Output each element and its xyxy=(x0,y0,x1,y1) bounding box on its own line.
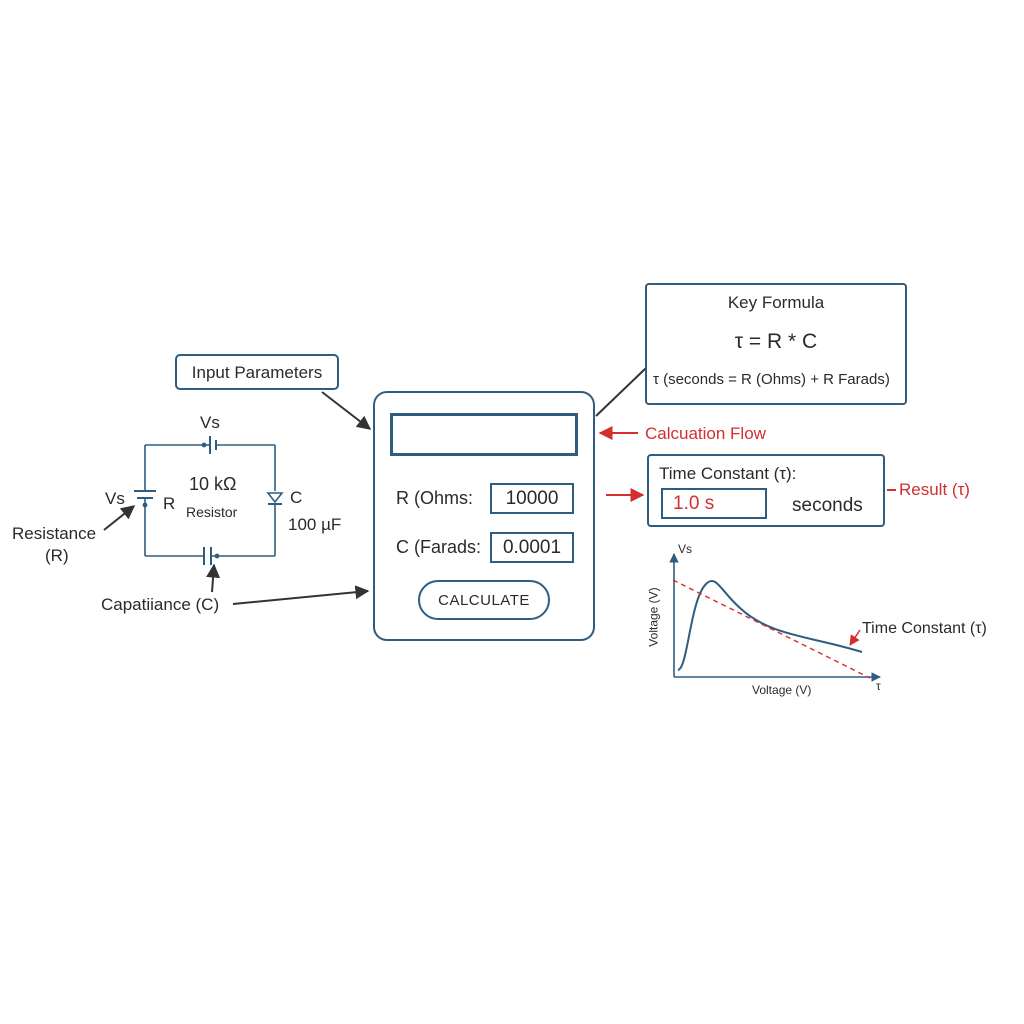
resistor-symbol-label: R xyxy=(163,494,176,513)
c-farads-input[interactable]: 0.0001 xyxy=(490,532,574,563)
key-formula-box: Key Formula τ = R * C τ (seconds = R (Oh… xyxy=(645,283,907,405)
capacitor-value-label: 100 µF xyxy=(288,515,342,534)
graph-time-constant-line xyxy=(672,579,871,679)
resistor-value-label: 10 kΩ xyxy=(189,474,237,494)
calculation-flow-label: Calcuation Flow xyxy=(645,424,766,443)
r-ohms-input[interactable]: 10000 xyxy=(490,483,574,514)
key-formula-equation: τ = R * C xyxy=(734,330,818,353)
graph-time-constant-annotation: Time Constant (τ) xyxy=(862,620,987,637)
key-formula-title: Key Formula xyxy=(727,293,825,312)
source-left-label: Vs xyxy=(105,489,125,508)
arrow-input-to-calculator xyxy=(321,391,372,430)
time-constant-result-box: Time Constant (τ): 1.0 s seconds xyxy=(647,454,885,527)
arrow-time-constant-annotation xyxy=(849,629,861,646)
arrow-capacitance-to-calculator xyxy=(232,585,370,605)
key-formula-description: τ (seconds = R (Ohms) + R Farads) xyxy=(653,371,890,388)
calculate-button[interactable]: CALCULATE xyxy=(418,580,550,620)
graph-voltage-curve xyxy=(677,580,863,671)
source-top-label: Vs xyxy=(200,413,220,432)
graph-x-end-label: τ xyxy=(876,679,881,693)
resistance-callout-line2: (R) xyxy=(45,546,69,565)
arrow-capacitance-to-circuit xyxy=(206,563,221,593)
resistance-callout-line1: Resistance xyxy=(12,524,97,543)
circuit-node-dot xyxy=(201,442,207,448)
graph-x-axis-label: Voltage (V) xyxy=(752,683,812,697)
capacitor-symbol-label: C xyxy=(290,488,303,507)
calculator-display xyxy=(390,413,578,456)
result-callout: Result (τ) xyxy=(899,480,970,499)
time-constant-unit: seconds xyxy=(792,495,863,516)
time-constant-value: 1.0 s xyxy=(661,488,767,519)
resistor-caption: Resistor xyxy=(186,504,238,520)
c-farads-label: C (Farads: xyxy=(396,537,482,557)
circuit-node-dot xyxy=(142,502,148,508)
voltage-graph xyxy=(669,553,881,682)
connector-formula-to-calculator xyxy=(595,367,647,417)
r-ohms-label: R (Ohms: xyxy=(396,488,474,508)
circuit-node-dot xyxy=(214,553,220,559)
time-constant-title: Time Constant (τ): xyxy=(659,464,797,483)
graph-y-axis-label: Voltage (V) xyxy=(646,587,661,647)
input-parameters-box: Input Parameters xyxy=(175,354,339,390)
capacitance-callout: Capatiiance (C) xyxy=(101,595,220,614)
arrow-resistance-to-circuit xyxy=(103,505,136,531)
rc-circuit xyxy=(134,436,284,565)
input-parameters-label: Input Parameters xyxy=(191,363,323,382)
graph-y-top-label: Vs xyxy=(678,542,693,556)
